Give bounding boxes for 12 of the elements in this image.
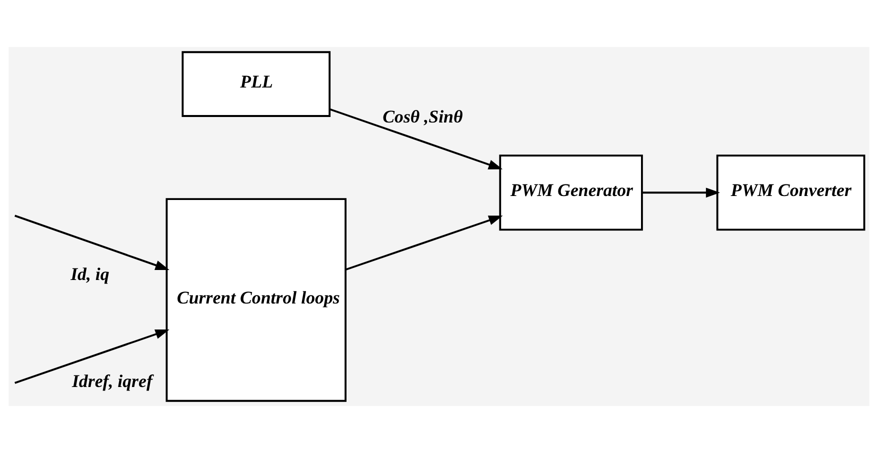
edge-label: Cosθ ,Sinθ bbox=[382, 106, 463, 127]
edge-label: Id, iq bbox=[70, 264, 110, 284]
node-box: PWM Converter bbox=[716, 154, 866, 231]
arrow bbox=[345, 216, 503, 271]
arrow bbox=[642, 188, 720, 198]
node-box: Current Control loops bbox=[166, 198, 347, 402]
arrow bbox=[330, 108, 503, 170]
edge-label: Idref, iqref bbox=[72, 371, 152, 392]
arrow bbox=[14, 214, 170, 270]
node-box: PLL bbox=[182, 51, 331, 117]
node-box: PWM Generator bbox=[499, 154, 643, 231]
arrow bbox=[14, 329, 170, 384]
